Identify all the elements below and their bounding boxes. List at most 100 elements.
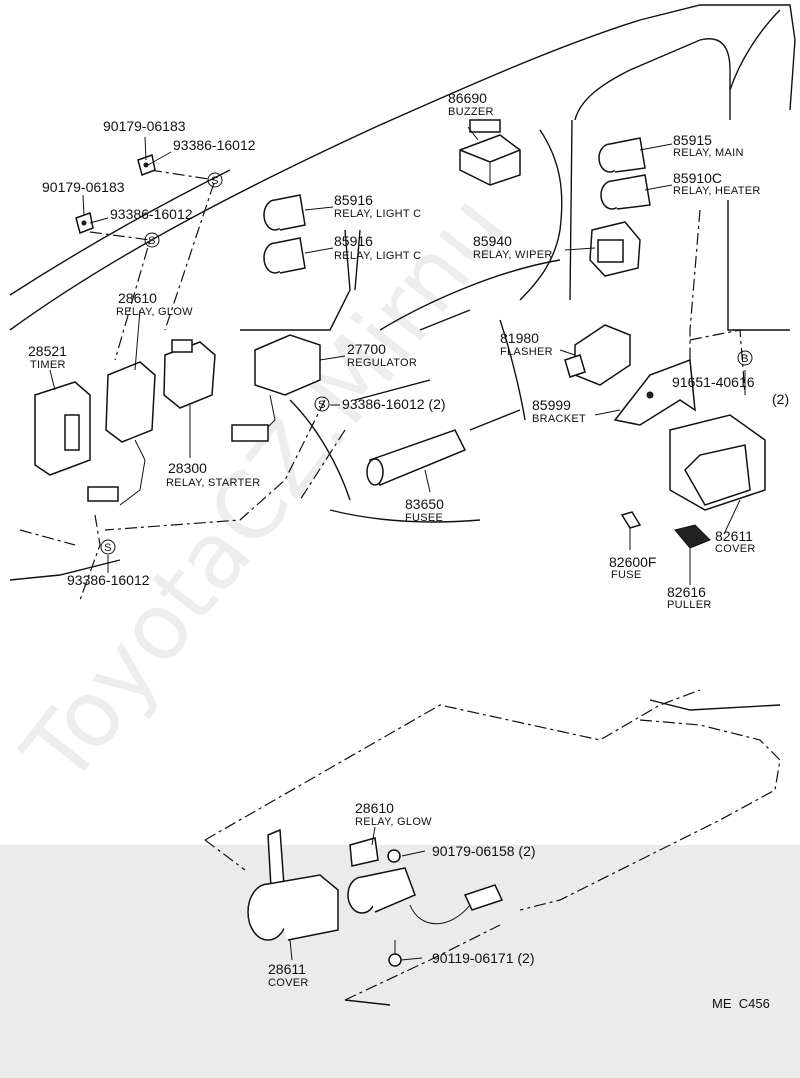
part-number: 85940: [473, 233, 512, 249]
bolt-marker-label: B: [741, 353, 749, 365]
part-number: 85999: [532, 397, 571, 413]
callout-c24: 28610 RELAY, GLOW: [355, 800, 432, 828]
screw-marker-label: S: [148, 235, 156, 247]
part-number: 83650: [405, 496, 444, 512]
glow-relay-lower-part: [347, 837, 504, 925]
callout-c23: 93386-16012: [67, 572, 150, 588]
screw-marker-label: S: [104, 542, 112, 554]
part-number: 93386-16012: [173, 137, 256, 153]
part-number: 27700: [347, 341, 386, 357]
part-number: 93386-16012: [110, 206, 193, 222]
flasher-part: [564, 324, 631, 386]
callout-c9: 85910C RELAY, HEATER: [673, 170, 761, 197]
callout-c1: 90179-06183: [103, 118, 186, 134]
part-number: 28610: [355, 800, 394, 816]
part-number: 82611: [715, 528, 753, 544]
part-name: COVER: [715, 543, 756, 555]
diagram-code: ME C456: [712, 996, 770, 1011]
fuse-box-cover-part: [669, 414, 766, 511]
callout-c20: 82611 COVER: [715, 528, 756, 555]
callout-c16: 91651-40616 (2): [672, 374, 789, 407]
part-name: RELAY, LIGHT C: [334, 250, 421, 262]
part-number: 81980: [500, 330, 539, 346]
part-number: 90119-06171 (2): [432, 950, 534, 966]
callout-c6: 85916 RELAY, LIGHT C: [334, 192, 421, 220]
bracket-part: [613, 358, 696, 426]
part-name: PULLER: [667, 599, 712, 611]
callout-c7: 85916 RELAY, LIGHT C: [334, 233, 421, 262]
part-number: 91651-40616: [672, 374, 755, 390]
timer-part: [34, 381, 91, 476]
part-name: RELAY, MAIN: [673, 147, 744, 159]
callout-leaders: [49, 126, 746, 961]
quantity: (2): [772, 391, 789, 407]
fuse-part: [620, 511, 642, 529]
callout-c18: 28300 RELAY, STARTER: [166, 460, 260, 489]
callout-c14: 93386-16012 (2): [342, 396, 446, 412]
part-number: 93386-16012: [67, 572, 150, 588]
part-name: RELAY, GLOW: [116, 306, 193, 318]
part-name: RELAY, LIGHT C: [334, 208, 421, 220]
part-number: 28521: [28, 343, 67, 359]
callout-c3: 90179-06183: [42, 179, 125, 195]
part-number: 28611: [268, 961, 306, 977]
callout-c13: 27700 REGULATOR: [347, 341, 417, 369]
part-name: RELAY, STARTER: [166, 477, 260, 489]
part-number: 85910C: [673, 170, 722, 186]
part-number: 85916: [334, 192, 373, 208]
dashed-leaders: [19, 169, 746, 601]
dashboard-outline: [9, 4, 796, 581]
fusee-part: [366, 429, 467, 486]
part-number: 93386-16012 (2): [342, 396, 446, 412]
callout-c15: 81980 FLASHER: [500, 330, 553, 358]
starter-relay-part: [163, 339, 216, 409]
part-name: FUSE: [611, 569, 642, 581]
part-name: BUZZER: [448, 106, 494, 118]
regulator-part: [231, 334, 321, 442]
part-number: 82600F: [609, 554, 656, 570]
part-number: 90179-06183: [103, 118, 186, 134]
part-number: 85915: [673, 132, 712, 148]
buzzer-part: [459, 119, 521, 186]
callout-c17: 85999 BRACKET: [532, 397, 586, 425]
clip-part: [75, 212, 94, 234]
part-name: COVER: [268, 977, 309, 989]
puller-part: [674, 524, 711, 549]
callout-c11: 28610 RELAY, GLOW: [116, 290, 193, 318]
screw-marker-label: S: [318, 399, 326, 411]
part-number: 28300: [168, 460, 207, 476]
callout-c4: 93386-16012: [110, 206, 193, 222]
watermark: ToyotaCZ.Mirnu: [2, 175, 527, 805]
part-name: RELAY, WIPER: [473, 249, 553, 261]
screw-marker-label: S: [211, 175, 219, 187]
part-number: 28610: [118, 290, 157, 306]
part-name: REGULATOR: [347, 357, 417, 369]
callout-c22: 82616 PULLER: [667, 584, 712, 611]
screw-markers: S S S S B: [100, 172, 753, 555]
light-relay-part: [263, 194, 306, 274]
wiper-relay-part: [589, 221, 641, 277]
glow-relay-cover-part: [247, 828, 339, 941]
part-name: RELAY, GLOW: [355, 816, 432, 828]
callout-c12: 28521 TIMER: [28, 343, 67, 371]
part-number: 86690: [448, 90, 487, 106]
callout-c25: 90179-06158 (2): [432, 843, 536, 859]
callout-c21: 82600F FUSE: [609, 554, 656, 581]
part-name: FUSEE: [405, 512, 443, 524]
part-name: BRACKET: [532, 413, 586, 425]
callout-c27: 90119-06171 (2): [432, 950, 534, 966]
part-name: TIMER: [30, 359, 66, 371]
callout-c8: 85915 RELAY, MAIN: [673, 132, 744, 159]
callout-c26: 28611 COVER: [268, 961, 309, 989]
lower-panel-outline: [204, 689, 781, 1006]
main-relay-part: [598, 137, 651, 210]
part-number: 82616: [667, 584, 706, 600]
callout-c19: 83650 FUSEE: [405, 496, 444, 524]
part-number: 85916: [334, 233, 373, 249]
part-name: FLASHER: [500, 346, 553, 358]
part-name: RELAY, HEATER: [673, 185, 761, 197]
bolt-lower-part: [388, 940, 402, 967]
part-number: 90179-06158 (2): [432, 843, 536, 859]
